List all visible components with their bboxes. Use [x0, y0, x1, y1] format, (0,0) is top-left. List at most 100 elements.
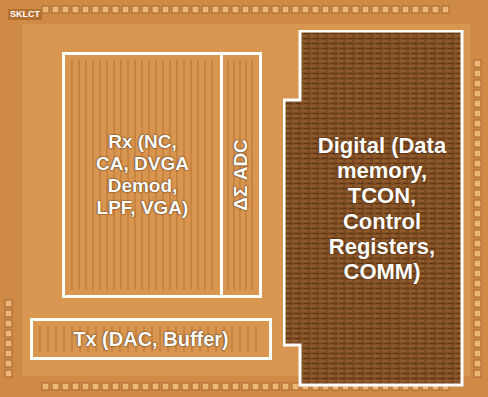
bond-pad [42, 383, 49, 390]
bond-pad [222, 6, 229, 13]
circuit-trace [99, 60, 101, 290]
text-area: Digital (Data memory, TCON, Control Regi… [300, 30, 464, 387]
bond-pads [5, 6, 481, 390]
bond-pad [212, 383, 219, 390]
bond-pad [62, 6, 69, 13]
bond-pad [82, 383, 89, 390]
bond-pad [202, 6, 209, 13]
bond-pad [442, 6, 449, 13]
bond-pad [272, 6, 279, 13]
bond-pad [474, 210, 481, 217]
bond-pad [474, 90, 481, 97]
circuit-trace [71, 60, 73, 290]
bond-pad [252, 383, 259, 390]
bond-pad [162, 383, 169, 390]
bond-pad [332, 6, 339, 13]
circuit-trace [197, 60, 199, 290]
block-label: Digital (Data memory, TCON, Control Regi… [312, 133, 452, 285]
bond-pad [282, 6, 289, 13]
bond-pad [322, 6, 329, 13]
circuit-trace [247, 326, 249, 352]
bond-pad [474, 70, 481, 77]
bond-pad [92, 6, 99, 13]
bond-pad [474, 100, 481, 107]
bond-pad [5, 360, 12, 367]
bond-pad [252, 6, 259, 13]
circuit-trace [85, 60, 87, 290]
bond-pad [382, 6, 389, 13]
bond-pad [52, 383, 59, 390]
bond-pad [474, 240, 481, 247]
rx-block: Rx (NC, CA, DVGA Demod, LPF, VGA) [62, 52, 223, 298]
tx-block: Tx (DAC, Buffer) [30, 318, 272, 360]
bond-pad [474, 340, 481, 347]
circuit-trace [78, 60, 80, 290]
bond-pad [474, 290, 481, 297]
bond-pad [262, 383, 269, 390]
bond-pad [92, 383, 99, 390]
circuit-trace [227, 60, 229, 290]
bond-pad [162, 6, 169, 13]
bond-pad [5, 320, 12, 327]
text-area: Rx (NC, CA, DVGA Demod, LPF, VGA) [65, 55, 220, 295]
bond-pad [352, 6, 359, 13]
text-area: ΔΣ ADC [223, 55, 259, 295]
bond-pad [192, 6, 199, 13]
bond-pad [122, 383, 129, 390]
circuit-trace [183, 60, 185, 290]
bond-pad [232, 383, 239, 390]
bond-pad [474, 170, 481, 177]
text-area: Tx (DAC, Buffer) [33, 321, 269, 357]
bond-pad [5, 340, 12, 347]
die-marking: SKLCT [8, 9, 42, 20]
bond-pad [152, 383, 159, 390]
bond-pad [202, 383, 209, 390]
bond-pad [5, 300, 12, 307]
circuit-trace [239, 326, 241, 352]
bond-pad [182, 6, 189, 13]
bond-pad [42, 6, 49, 13]
bond-pad [5, 350, 12, 357]
bond-pad [152, 6, 159, 13]
circuit-trace [63, 326, 65, 352]
bond-pad [132, 6, 139, 13]
bond-pad [474, 220, 481, 227]
bond-pad [474, 310, 481, 317]
bond-pad [112, 6, 119, 13]
bond-pad [422, 6, 429, 13]
bond-pad [474, 80, 481, 87]
block-label: ΔΣ ADC [230, 139, 252, 211]
bond-pad [474, 270, 481, 277]
bond-pad [192, 383, 199, 390]
circuit-trace [204, 60, 206, 290]
bond-pad [474, 200, 481, 207]
bond-pad [474, 230, 481, 237]
bond-pad [342, 6, 349, 13]
bond-pad [172, 6, 179, 13]
bond-pad [474, 350, 481, 357]
bond-pad [474, 140, 481, 147]
bond-pad [182, 383, 189, 390]
bond-pad [242, 383, 249, 390]
circuit-trace [190, 60, 192, 290]
bond-pad [474, 110, 481, 117]
bond-pad [212, 6, 219, 13]
bond-pad [52, 6, 59, 13]
bond-pad [474, 280, 481, 287]
bond-pad [474, 300, 481, 307]
bond-pad [5, 310, 12, 317]
bond-pad [282, 383, 289, 390]
bond-pad [292, 6, 299, 13]
bond-pad [474, 260, 481, 267]
circuit-trace [39, 326, 41, 352]
bond-pad [474, 120, 481, 127]
bond-pad [232, 6, 239, 13]
bond-pad [392, 6, 399, 13]
adc-block: ΔΣ ADC [220, 52, 262, 298]
bond-pad [474, 150, 481, 157]
bond-pad [102, 6, 109, 13]
bond-pad [102, 383, 109, 390]
bond-pad [474, 60, 481, 67]
